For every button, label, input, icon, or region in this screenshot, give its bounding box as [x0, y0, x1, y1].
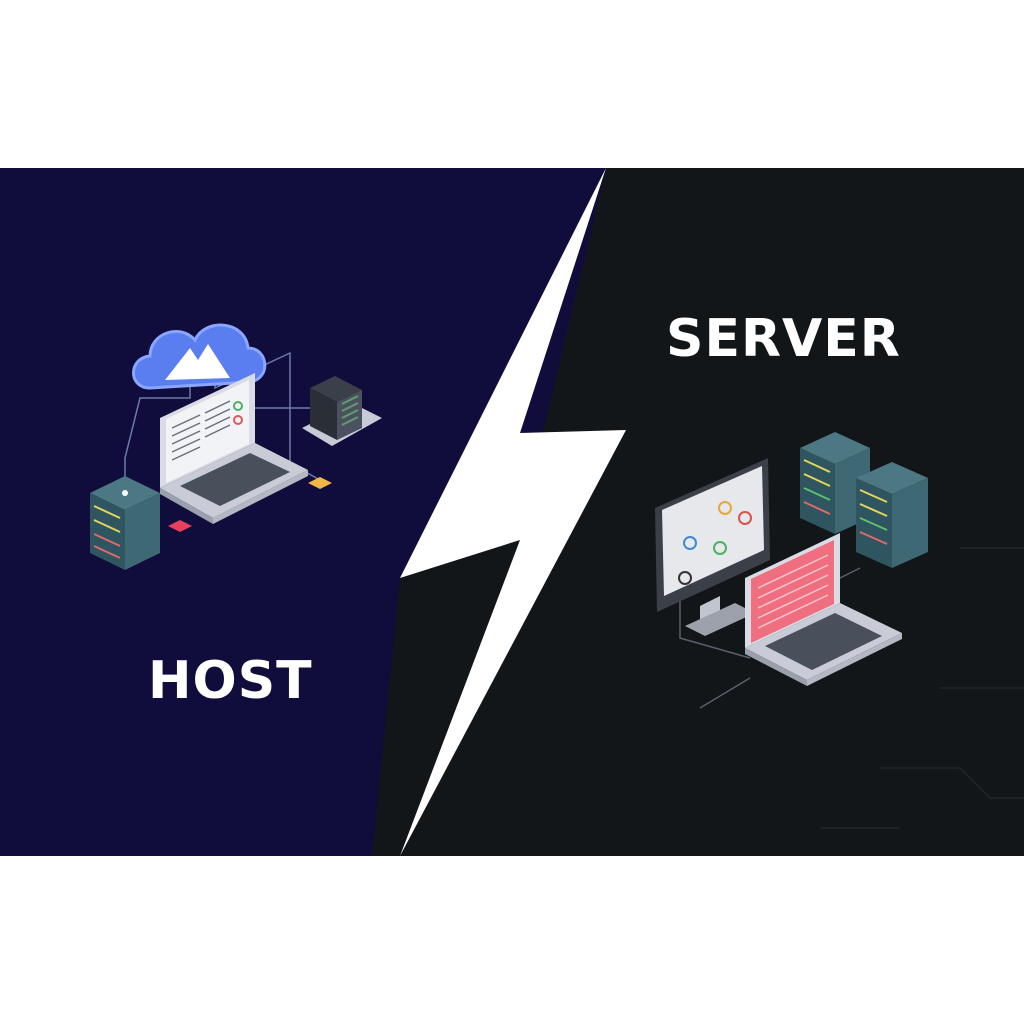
host-illustration [90, 323, 382, 570]
server-rack-icon [90, 476, 160, 570]
server-label: SERVER [666, 309, 901, 369]
laptop-icon [160, 373, 308, 524]
cloud-icon [132, 323, 267, 390]
chip [168, 520, 192, 532]
banner: HOST SERVER [0, 168, 1024, 856]
monitor-icon [655, 458, 770, 636]
server-illustration [655, 432, 928, 709]
lightning-bolt-icon [400, 168, 626, 856]
server-rack-icon [856, 462, 928, 568]
server-rack-icon [302, 376, 382, 446]
laptop-icon [745, 533, 902, 686]
circuit-traces [820, 547, 1024, 829]
left-panel [0, 168, 606, 856]
chip [308, 477, 332, 489]
host-label: HOST [148, 651, 313, 711]
